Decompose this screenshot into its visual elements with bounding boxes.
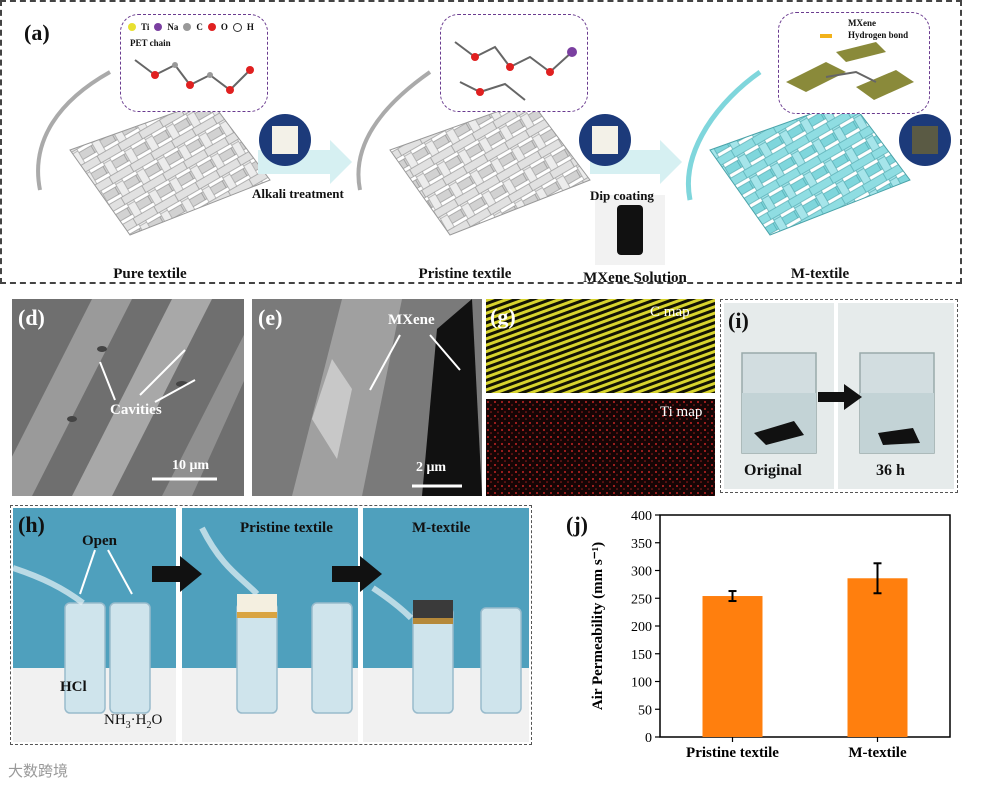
mxene-solution-caption: MXene Solution — [583, 270, 687, 286]
hbond-icon — [820, 34, 832, 38]
mxene-vial — [617, 205, 643, 255]
legend-na: Na — [167, 22, 179, 32]
mtextile-weave — [709, 99, 911, 236]
panel-e-label: (e) — [258, 305, 283, 330]
panel-a-illustration — [36, 69, 951, 265]
mtextile-caption: M-textile — [790, 266, 850, 282]
panel-i-arrow-icon — [818, 384, 862, 410]
y-tick-label: 250 — [631, 592, 652, 607]
mxene-inset — [778, 12, 930, 114]
panel-i-frame — [720, 299, 958, 493]
y-tick-label: 50 — [638, 703, 652, 718]
open-label: Open — [82, 533, 118, 549]
ti-map-label: Ti map — [660, 404, 703, 420]
pristine-molecule — [454, 41, 577, 101]
x-tick-label: M-textile — [848, 745, 907, 761]
y-tick-label: 200 — [631, 620, 652, 635]
na-dot-icon — [154, 23, 163, 31]
panel-e-sem-image — [252, 299, 482, 496]
panel-h-frame — [10, 505, 532, 745]
legend-h: H — [246, 22, 254, 32]
panel-e-scale: 2 μm — [416, 460, 447, 475]
dip-coating-label: Dip coating — [590, 188, 654, 203]
nh3-h2o-label: NH3·H2O — [104, 712, 162, 731]
nh3-mid: ·H — [130, 712, 147, 728]
legend-ti: Ti — [141, 22, 150, 32]
panel-d-sem-image — [12, 299, 244, 496]
legend-o: O — [220, 22, 228, 32]
nh3-text: NH — [104, 712, 126, 728]
cavities-arrows — [99, 349, 196, 403]
panel-a-frame — [0, 0, 962, 284]
x-tick-label: Pristine textile — [686, 745, 779, 761]
pristine-textile-weave — [389, 99, 591, 236]
panel-j-label: (j) — [566, 512, 588, 537]
c-map-label: C map — [650, 304, 690, 320]
pure-swatch — [272, 126, 298, 154]
mxene-legend-label: MXene — [848, 18, 876, 28]
pet-molecule — [134, 59, 254, 94]
pet-chain-label: PET chain — [130, 38, 171, 48]
pristine-textile-label: Pristine textile — [240, 520, 333, 536]
vials-pristine-photo — [182, 508, 358, 742]
pristine-textile-caption: Pristine textile — [418, 266, 512, 282]
hcl-label: HCl — [60, 679, 87, 695]
nh3-sub-2: 2 — [146, 720, 152, 731]
panel-a-label: (a) — [24, 20, 50, 45]
fiber-lead-pristine — [356, 70, 432, 191]
nh3-end: O — [151, 712, 163, 728]
y-tick-label: 350 — [631, 537, 652, 552]
o-dot-icon — [207, 23, 216, 31]
atom-legend: Ti Na C O H — [128, 22, 254, 32]
y-tick-label: 300 — [631, 565, 652, 580]
mtextile-swatch — [912, 126, 938, 154]
mtextile-label: M-textile — [412, 520, 471, 536]
original-label: Original — [744, 462, 802, 479]
c-map-image — [486, 299, 715, 393]
pet-inset — [120, 14, 268, 112]
panel-h-label: (h) — [18, 512, 45, 537]
pristine-inset — [440, 14, 588, 112]
mxene-arrows — [369, 334, 461, 391]
fiber-lead-mtextile — [686, 69, 762, 201]
pristine-swatch — [592, 126, 618, 154]
mxene-annotation: MXene — [388, 312, 435, 328]
fiber-lead-pure — [36, 70, 111, 191]
bar — [847, 578, 908, 737]
nh3-sub-3: 3 — [125, 720, 131, 731]
y-tick-label: 150 — [631, 648, 652, 663]
y-tick-label: 400 — [631, 509, 652, 524]
pure-textile-weave — [69, 99, 271, 236]
y-tick-label: 100 — [631, 676, 652, 691]
vials-open-photo — [13, 508, 176, 742]
panel-h-arrow-2-icon — [332, 556, 382, 592]
legend-c: C — [196, 22, 203, 32]
y-tick-label: 0 — [645, 731, 652, 746]
beaker-original-photo — [724, 303, 834, 489]
panel-g-label: (g) — [490, 304, 516, 329]
vials-mtextile-photo — [363, 508, 529, 742]
alkali-treatment-label: Alkali treatment — [252, 186, 344, 201]
panel-d-scale: 10 μm — [172, 458, 210, 473]
open-arrows — [79, 549, 133, 595]
panel-h-arrow-1-icon — [152, 556, 202, 592]
ti-dot-icon — [128, 23, 136, 31]
c-dot-icon — [183, 23, 192, 31]
y-axis-label: Air Permeability (mm s⁻¹) — [590, 542, 606, 710]
cavities-annotation: Cavities — [110, 402, 162, 418]
bar — [702, 596, 763, 737]
mxene-sheets — [786, 42, 914, 100]
pure-textile-caption: Pure textile — [113, 266, 187, 282]
after-36h-label: 36 h — [876, 462, 905, 479]
h-dot-icon — [232, 22, 242, 32]
ti-map-image — [486, 399, 715, 496]
hbond-legend-label: Hydrogen bond — [848, 30, 909, 40]
panel-d-label: (d) — [18, 305, 45, 330]
panel-i-label: (i) — [728, 308, 749, 333]
watermark: 大数跨境 — [8, 762, 69, 780]
